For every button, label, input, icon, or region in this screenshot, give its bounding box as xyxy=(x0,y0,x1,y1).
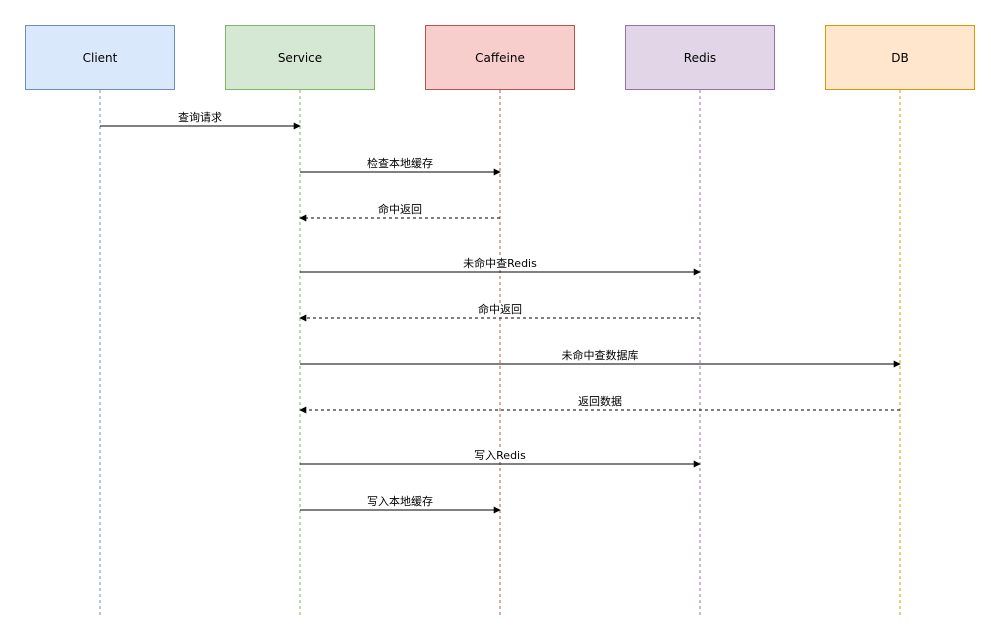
participant-service: Service xyxy=(225,25,375,90)
participant-db: DB xyxy=(825,25,975,90)
message-label-miss-query-db: 未命中查数据库 xyxy=(559,349,641,362)
participant-label: Service xyxy=(277,50,323,65)
message-label-write-redis: 写入Redis xyxy=(472,449,528,462)
participant-label: Caffeine xyxy=(475,50,525,65)
participant-label: DB xyxy=(891,50,909,65)
participant-label: Client xyxy=(82,50,118,65)
message-label-write-local-cache: 写入本地缓存 xyxy=(365,495,435,508)
participant-caffeine: Caffeine xyxy=(425,25,575,90)
message-label-check-local-cache: 检查本地缓存 xyxy=(365,157,435,170)
message-label-miss-query-redis: 未命中查Redis xyxy=(461,257,539,270)
participant-redis: Redis xyxy=(625,25,775,90)
message-label-return-data: 返回数据 xyxy=(576,395,624,408)
message-label-hit-return-redis: 命中返回 xyxy=(476,303,524,316)
message-label-hit-return-local: 命中返回 xyxy=(376,203,424,216)
message-label-query-request: 查询请求 xyxy=(176,111,224,124)
participant-client: Client xyxy=(25,25,175,90)
participant-label: Redis xyxy=(683,50,717,65)
